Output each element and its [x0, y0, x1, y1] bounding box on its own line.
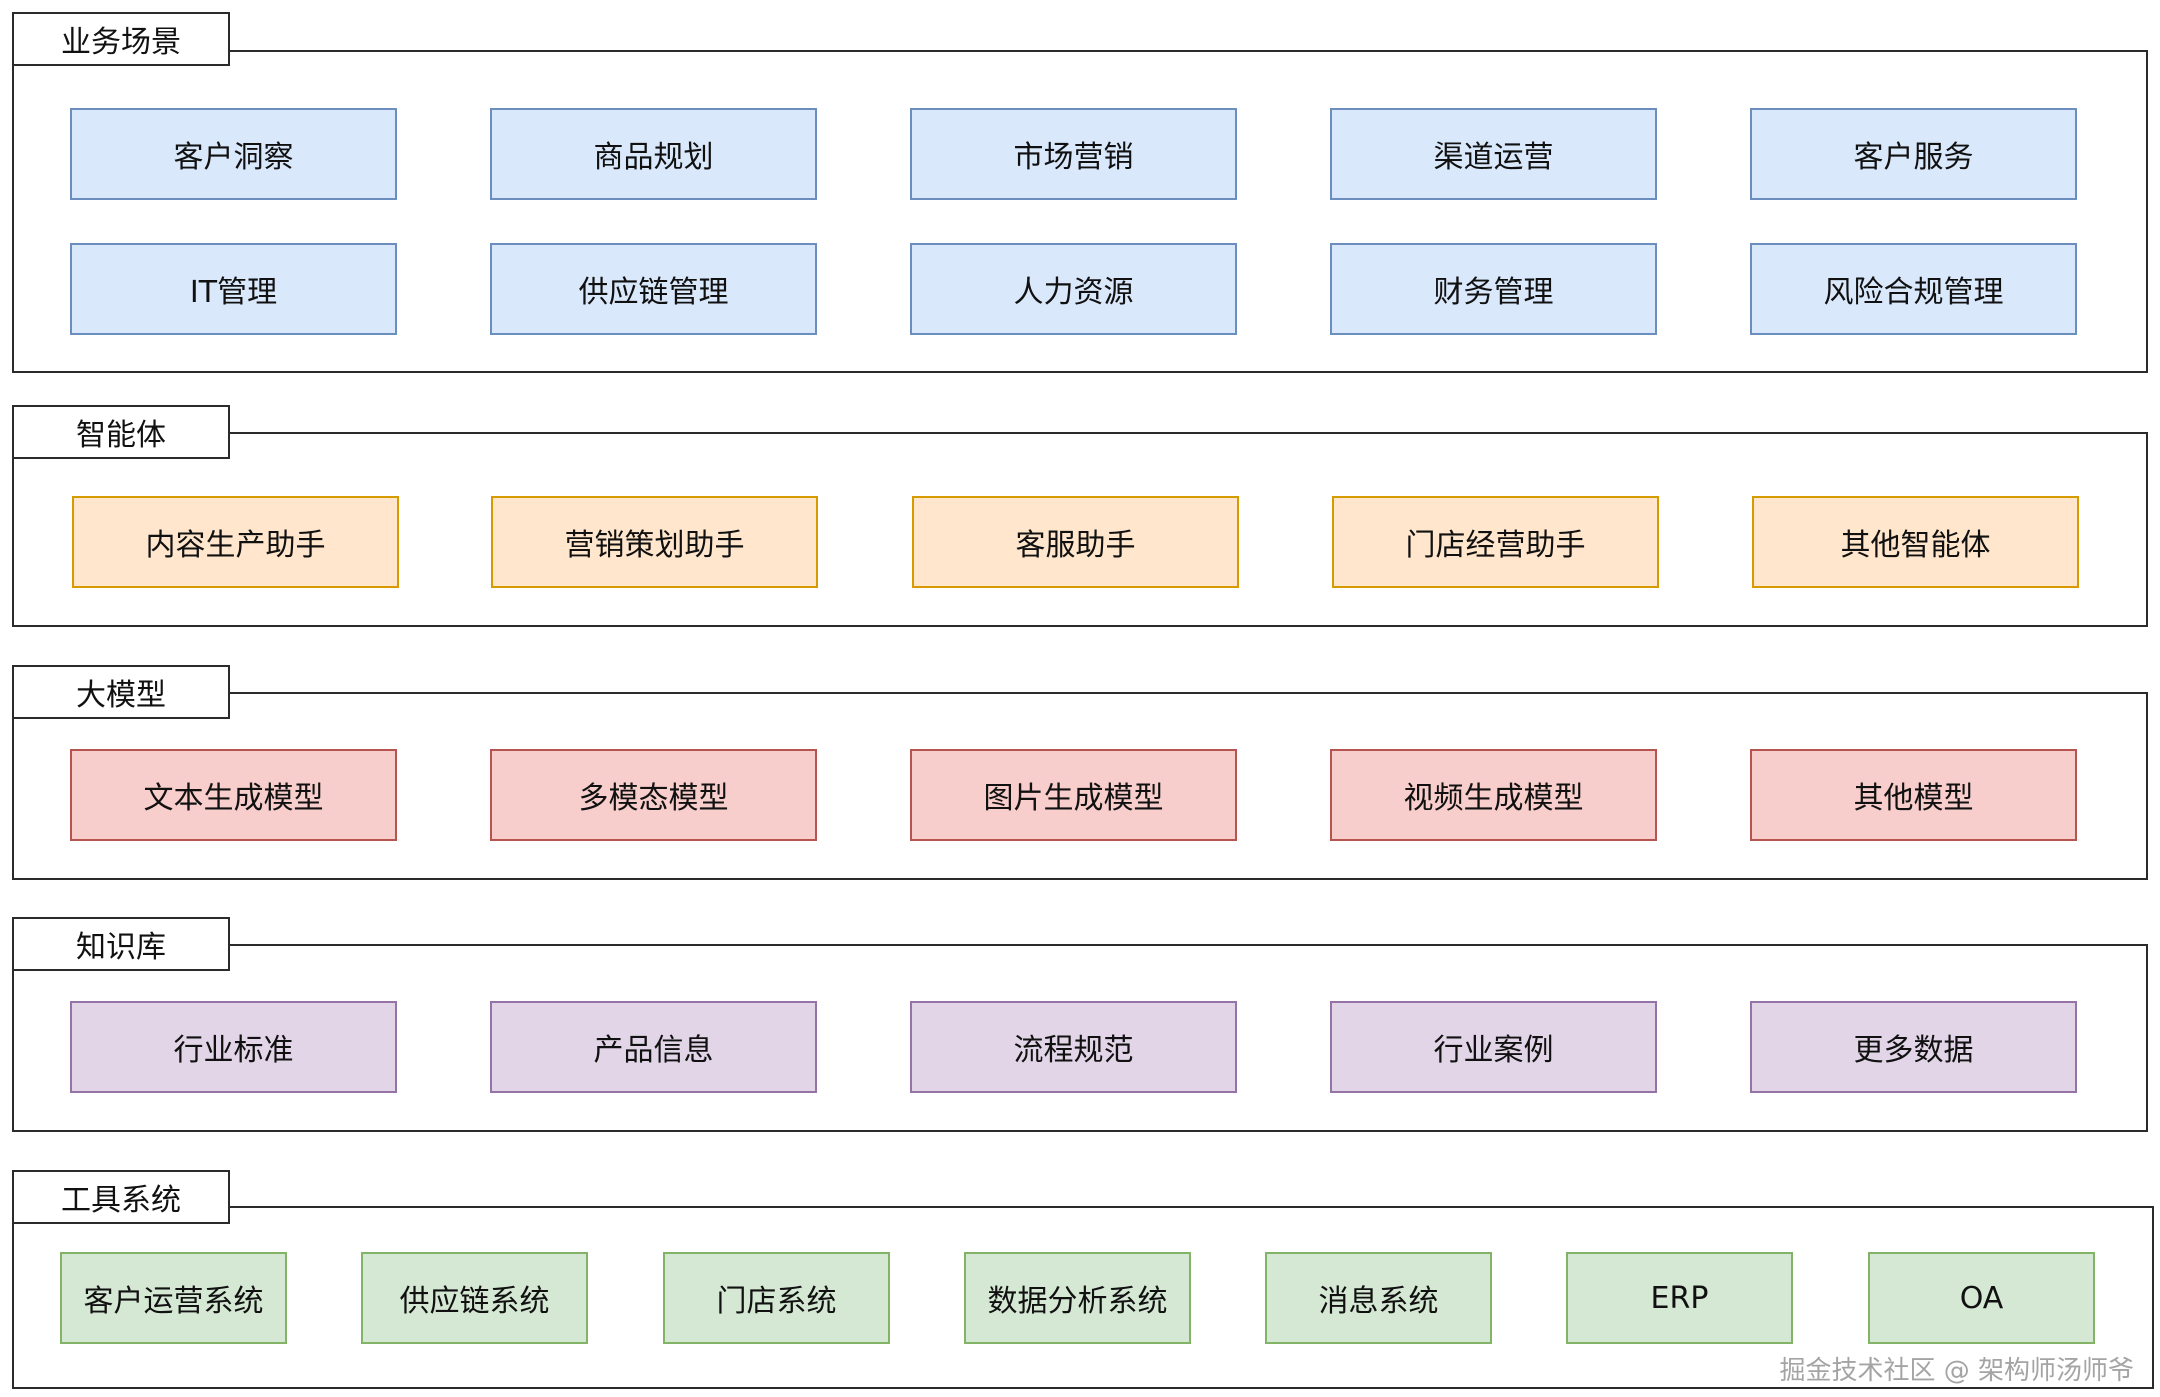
model-item-image-generation[interactable]: 图片生成模型: [910, 749, 1237, 841]
business-item-customer-insight[interactable]: 客户洞察: [70, 108, 397, 200]
agent-item-marketing-assistant[interactable]: 营销策划助手: [491, 496, 818, 588]
business-item-finance[interactable]: 财务管理: [1330, 243, 1657, 335]
watermark-text: 掘金技术社区 @ 架构师汤师爷: [1779, 1356, 2134, 1386]
tool-item-data-analysis-system[interactable]: 数据分析系统: [964, 1252, 1191, 1344]
agent-item-store-assistant[interactable]: 门店经营助手: [1332, 496, 1659, 588]
knowledge-item-industry-cases[interactable]: 行业案例: [1330, 1001, 1657, 1093]
business-item-marketing[interactable]: 市场营销: [910, 108, 1237, 200]
agent-item-service-assistant[interactable]: 客服助手: [912, 496, 1239, 588]
business-item-channel-operations[interactable]: 渠道运营: [1330, 108, 1657, 200]
tool-item-erp[interactable]: ERP: [1566, 1252, 1793, 1344]
agent-item-other-agents[interactable]: 其他智能体: [1752, 496, 2079, 588]
tool-item-supply-chain-system[interactable]: 供应链系统: [361, 1252, 588, 1344]
model-item-multimodal[interactable]: 多模态模型: [490, 749, 817, 841]
tool-item-oa[interactable]: OA: [1868, 1252, 2095, 1344]
model-item-text-generation[interactable]: 文本生成模型: [70, 749, 397, 841]
business-section-title: 业务场景: [12, 12, 230, 66]
tool-item-store-system[interactable]: 门店系统: [663, 1252, 890, 1344]
business-item-risk-compliance[interactable]: 风险合规管理: [1750, 243, 2077, 335]
knowledge-section-title: 知识库: [12, 917, 230, 971]
business-item-customer-service[interactable]: 客户服务: [1750, 108, 2077, 200]
business-item-it-management[interactable]: IT管理: [70, 243, 397, 335]
business-item-product-planning[interactable]: 商品规划: [490, 108, 817, 200]
tools-section-title: 工具系统: [12, 1170, 230, 1224]
business-item-supply-chain[interactable]: 供应链管理: [490, 243, 817, 335]
model-item-other-models[interactable]: 其他模型: [1750, 749, 2077, 841]
agent-item-content-assistant[interactable]: 内容生产助手: [72, 496, 399, 588]
knowledge-item-industry-standards[interactable]: 行业标准: [70, 1001, 397, 1093]
tool-item-customer-ops-system[interactable]: 客户运营系统: [60, 1252, 287, 1344]
knowledge-item-more-data[interactable]: 更多数据: [1750, 1001, 2077, 1093]
tool-item-messaging-system[interactable]: 消息系统: [1265, 1252, 1492, 1344]
agents-section-title: 智能体: [12, 405, 230, 459]
knowledge-item-process-norms[interactable]: 流程规范: [910, 1001, 1237, 1093]
model-item-video-generation[interactable]: 视频生成模型: [1330, 749, 1657, 841]
business-item-human-resources[interactable]: 人力资源: [910, 243, 1237, 335]
knowledge-item-product-info[interactable]: 产品信息: [490, 1001, 817, 1093]
models-section-title: 大模型: [12, 665, 230, 719]
